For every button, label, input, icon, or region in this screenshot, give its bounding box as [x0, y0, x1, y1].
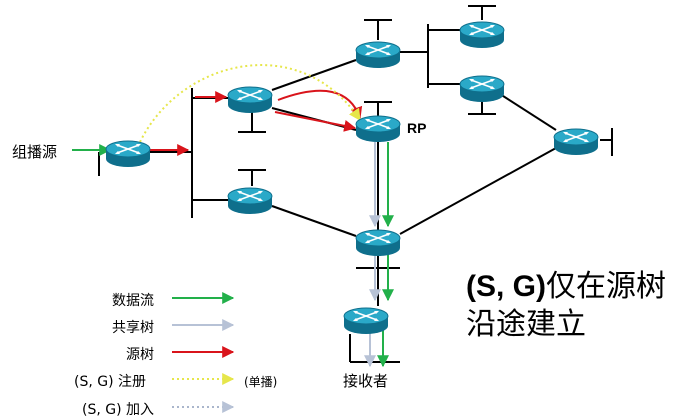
router — [227, 86, 273, 114]
router — [459, 21, 505, 49]
note-line-2: 沿途建立 — [466, 307, 586, 342]
router — [355, 41, 401, 69]
router — [553, 128, 599, 156]
router — [355, 229, 401, 257]
note-line-1: (S, G)仅在源树 — [466, 268, 666, 306]
flow-arrows — [72, 64, 394, 368]
router — [459, 75, 505, 103]
legend-register-label: (S, G) 注册 — [74, 374, 147, 390]
router-source — [105, 140, 151, 168]
source-tree-arrow — [277, 89, 363, 120]
legend-arrows — [172, 292, 235, 413]
router-rp — [355, 115, 401, 143]
rp-label: RP — [407, 120, 427, 136]
router — [227, 187, 273, 215]
note-text: (S, G)仅在源树 沿途建立 — [466, 268, 666, 344]
link — [271, 205, 357, 237]
source-tree-arrow — [274, 111, 357, 132]
legend-unicast-note: (单播) — [244, 375, 278, 389]
link — [399, 147, 557, 235]
receiver-label: 接收者 — [343, 372, 389, 390]
legend-data-flow-label: 数据流 — [112, 293, 154, 309]
link — [271, 59, 357, 91]
legend-shared-tree-label: 共享树 — [112, 320, 154, 336]
note-line-1-text: 仅在源树 — [546, 269, 666, 304]
router-receiver — [343, 307, 389, 335]
legend-join-label: (S, G) 加入 — [82, 402, 155, 418]
multicast-source-label: 组播源 — [12, 143, 58, 161]
network-links — [98, 5, 613, 363]
legend-source-tree-label: 源树 — [126, 347, 154, 363]
note-sg: (S, G) — [466, 270, 546, 303]
link — [499, 93, 557, 131]
